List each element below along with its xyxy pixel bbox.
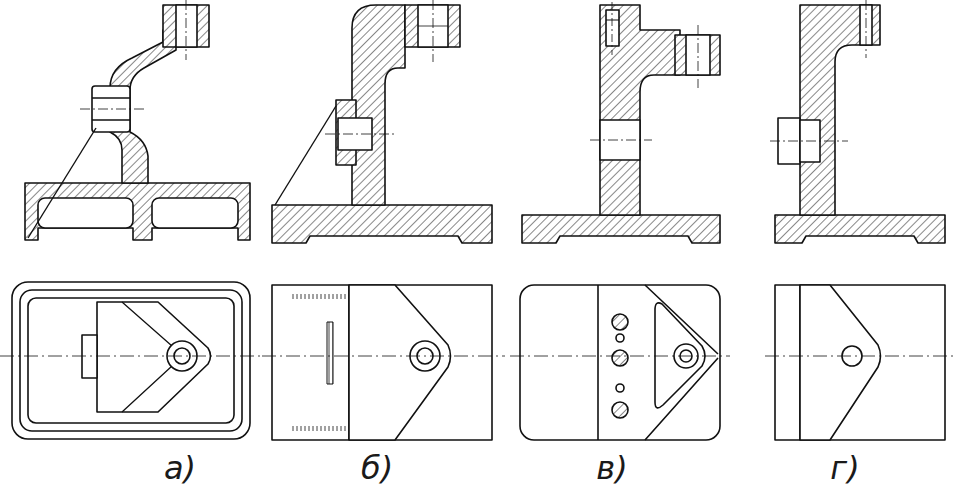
- section-b: [272, 0, 492, 243]
- plan-b: [262, 285, 505, 440]
- plan-c: [510, 285, 730, 440]
- plan-a: [0, 282, 262, 439]
- figure-label: в): [596, 452, 627, 484]
- plan-d: [765, 285, 955, 440]
- figure-label: а): [164, 452, 196, 484]
- section-d: [770, 0, 945, 243]
- section-a: [25, 0, 250, 240]
- section-c: [522, 2, 720, 243]
- figure-label: г): [830, 452, 859, 484]
- figure-label: б): [361, 452, 393, 484]
